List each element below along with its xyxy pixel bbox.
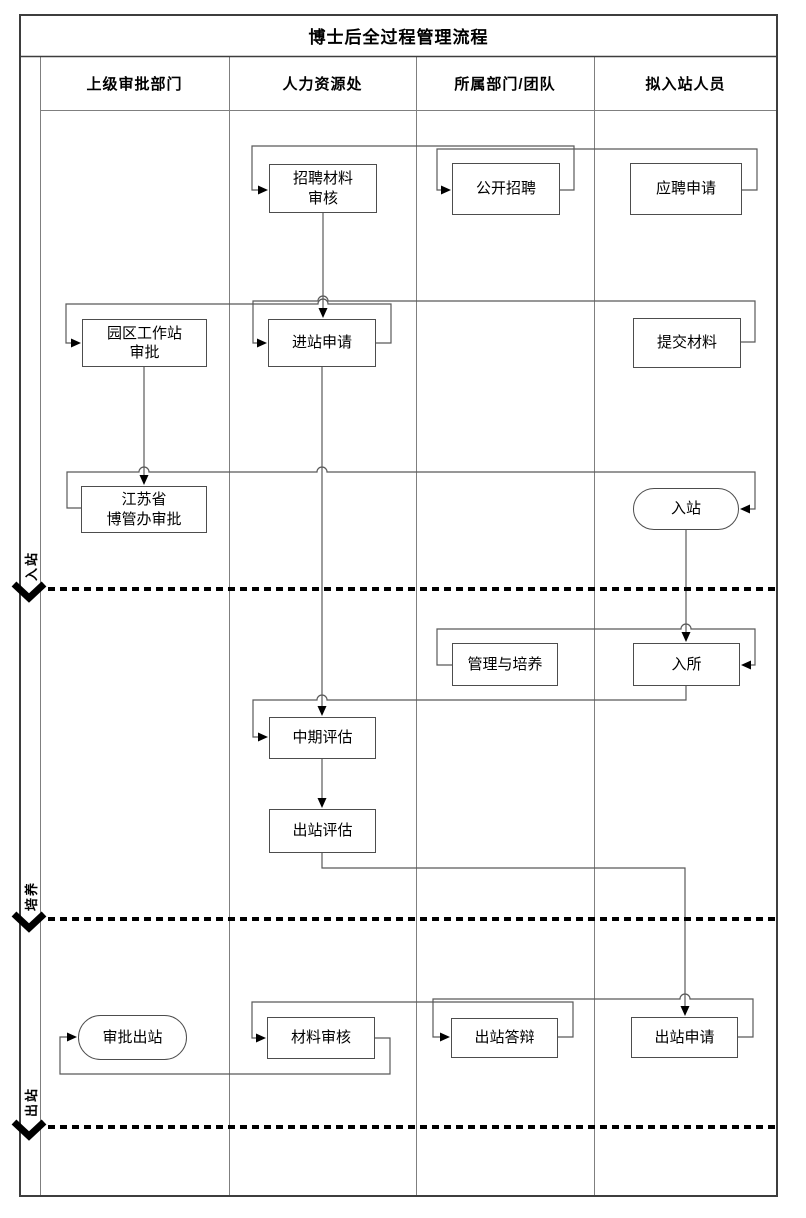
arrow-into-enter-institute-right <box>741 660 751 670</box>
phase-dividers <box>11 581 777 1141</box>
arrow-into-exit-approval <box>67 1032 77 1042</box>
arrow-into-material-review <box>258 185 268 195</box>
arrow-into-open-recruitment <box>441 185 451 195</box>
arrow-into-enter-station <box>740 504 750 514</box>
column-header-candidate: 拟入站人员 <box>645 76 726 93</box>
phase-chevron-training <box>11 911 47 933</box>
connector-jiangsu-approval-to-enter-station <box>66 466 756 510</box>
node-management-training[interactable]: 管理与培养 <box>452 643 558 686</box>
connector-exit-application-to-exit-defense <box>432 993 754 1038</box>
arrow-into-midterm-top <box>317 706 327 716</box>
connector-management-training-to-enter-institute <box>436 623 756 666</box>
node-exit-approval[interactable]: 审批出站 <box>78 1015 187 1060</box>
column-header-department-team: 所属部门/团队 <box>454 76 556 93</box>
lane-label-entry: 入站 <box>23 551 39 582</box>
arrow-into-exit-application <box>680 1006 690 1016</box>
node-exit-defense[interactable]: 出站答辩 <box>451 1018 558 1058</box>
arrow-into-midterm-left <box>258 732 268 742</box>
connector-exit-evaluation-to-exit-application <box>321 853 686 1008</box>
page-title: 博士后全过程管理流程 <box>308 27 489 47</box>
arrow-into-exit-defense <box>440 1032 450 1042</box>
node-submit-materials[interactable]: 提交材料 <box>633 318 741 368</box>
node-exit-material-review[interactable]: 材料审核 <box>267 1017 375 1059</box>
phase-chevron-entry <box>11 581 47 603</box>
swimlane-grid <box>40 57 777 1196</box>
column-header-approval-dept: 上级审批部门 <box>86 76 183 93</box>
node-exit-application[interactable]: 出站申请 <box>631 1017 738 1058</box>
arrowheads <box>67 185 751 1043</box>
connector-open-recruitment-to-material-review <box>251 145 575 191</box>
connector-exit-defense-to-exit-material-review <box>251 1001 574 1039</box>
arrow-into-exit-evaluation <box>317 798 327 808</box>
lane-label-exit: 出站 <box>23 1087 39 1118</box>
arrow-into-park-approval <box>71 338 81 348</box>
phase-chevron-exit <box>11 1119 47 1141</box>
node-open-recruitment[interactable]: 公开招聘 <box>452 163 560 215</box>
connector-submit-materials-to-entry-application <box>252 295 756 344</box>
node-park-station-approval[interactable]: 园区工作站 审批 <box>82 319 207 367</box>
connector-enter-institute-to-midterm <box>252 686 687 738</box>
outer-frame <box>19 14 778 1197</box>
node-midterm-evaluation[interactable]: 中期评估 <box>269 717 376 759</box>
node-enter-institute[interactable]: 入所 <box>633 643 740 686</box>
connector-entry-application-to-park-approval <box>65 298 392 344</box>
arrow-into-entry-application-left <box>257 338 267 348</box>
arrow-into-enter-institute-top <box>681 632 691 642</box>
arrow-into-entry-application-top <box>318 308 328 318</box>
column-header-hr-office: 人力资源处 <box>282 76 363 93</box>
node-application[interactable]: 应聘申请 <box>630 163 742 215</box>
node-jiangsu-approval[interactable]: 江苏省 博管办审批 <box>81 486 207 533</box>
node-station-entry-application[interactable]: 进站申请 <box>268 319 376 367</box>
arrow-into-jiangsu-approval <box>139 475 149 485</box>
arrow-into-exit-material-review <box>256 1033 266 1043</box>
connector-application-to-open-recruitment <box>436 148 758 191</box>
node-recruit-material-review[interactable]: 招聘材料 审核 <box>269 164 377 213</box>
border-rect <box>19 14 778 1197</box>
connectors <box>59 145 758 1075</box>
lane-label-training: 培养 <box>23 881 39 912</box>
connector-exit-material-review-to-exit-approval <box>59 1036 391 1075</box>
node-exit-evaluation[interactable]: 出站评估 <box>269 809 376 853</box>
node-enter-station[interactable]: 入站 <box>633 488 739 530</box>
